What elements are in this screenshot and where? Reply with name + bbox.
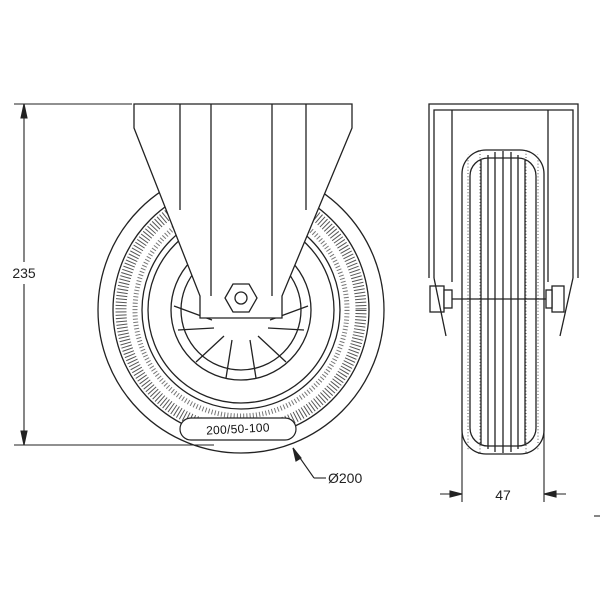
side-axle-washer-left (443, 289, 453, 309)
height-arrow-top (20, 103, 28, 119)
width-dimension-label: 47 (495, 487, 511, 503)
side-tread-hatch-right (525, 150, 539, 454)
side-tire-inner (469, 157, 537, 447)
height-dimension-label: 235 (12, 265, 36, 281)
tread-hatch-inner (132, 201, 350, 419)
hub-spoke-lower-left (195, 335, 225, 363)
diameter-dimension-label: Ø200 (328, 470, 362, 486)
fork-body (133, 103, 353, 319)
height-arrow-bottom (20, 430, 28, 446)
diameter-leader-arrow (292, 447, 302, 462)
diameter-leader (292, 447, 326, 479)
tire-marking-text: 200/50-100 (206, 420, 270, 437)
hub-spoke-lower-right (257, 335, 287, 363)
height-label-gap (10, 262, 40, 284)
fork-inner-lines (451, 110, 549, 282)
side-tread-grooves (480, 151, 526, 453)
tread-hatch-outer (115, 184, 367, 436)
tire-marking: 200/50-100 (179, 417, 297, 441)
width-arrow-left (449, 490, 463, 498)
width-dimension (440, 420, 600, 517)
side-axle-nut-right (551, 285, 565, 313)
hub-spoke-bottom (225, 339, 257, 379)
fork-edge-lines (179, 104, 307, 296)
fork-bracket (428, 103, 579, 278)
width-arrow-right (543, 490, 557, 498)
side-tread-hatch-left (467, 150, 481, 454)
fork-front (133, 103, 353, 319)
fork-bracket-inner (433, 109, 574, 278)
axle-bolt (234, 291, 248, 305)
side-axle-washer-right (545, 289, 553, 309)
side-fork-lower-left (433, 277, 447, 337)
side-view (428, 103, 579, 455)
tire-marking-plate (179, 417, 297, 441)
side-fork-lower-right (559, 277, 574, 337)
